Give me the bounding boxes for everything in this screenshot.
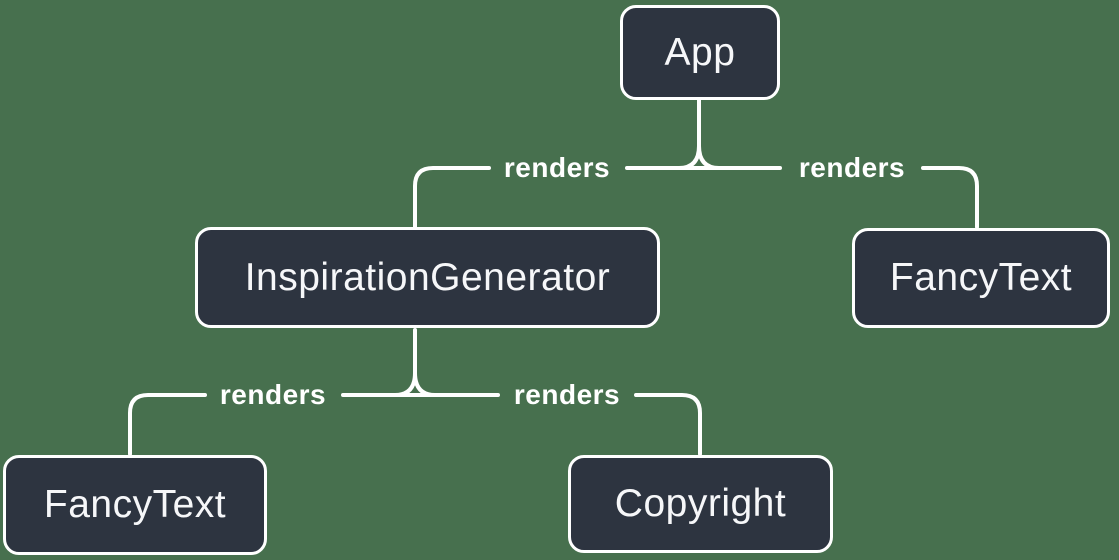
edge-app-to-inspirationgenerator [413,166,491,229]
edge-app-fork-right [697,144,721,170]
connector-inspirationgenerator-branch [128,328,702,456]
connector-app-branch [413,98,979,229]
edge-app-fork-left [677,144,701,170]
node-fancy-text-top-right: FancyText [852,228,1110,328]
node-copyright: Copyright [568,455,833,553]
edge-inspirationgenerator-to-copyright [634,393,702,456]
edge-app-to-fancytext [921,166,979,229]
node-app: App [620,5,780,100]
edge-ig-fork-right [413,371,437,397]
node-inspiration-generator: InspirationGenerator [195,227,660,328]
edge-ig-fork-left [393,371,417,397]
edge-inspirationgenerator-to-fancytext [128,393,207,456]
edge-label-app-fancytext: renders [798,152,906,183]
edge-label-inspirationgenerator-fancytext: renders [219,379,327,410]
node-fancy-text-bottom-left: FancyText [3,455,267,555]
edge-label-inspirationgenerator-copyright: renders [513,379,621,410]
edge-label-app-inspirationgenerator: renders [503,152,611,183]
